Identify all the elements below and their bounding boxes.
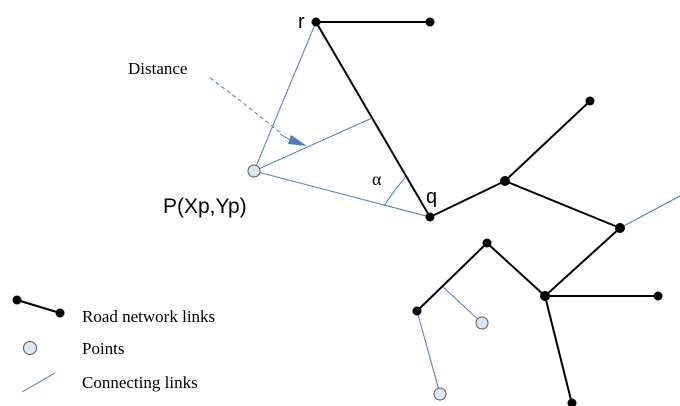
connecting-link [619,195,680,229]
point-features [247,164,489,401]
road-node [540,291,550,301]
connecting-link [253,21,317,172]
road-node [615,223,625,233]
legend-road-label: Road network links [82,307,215,326]
connecting-link [253,117,373,172]
road-node [653,291,663,301]
legend-point-icon [23,341,37,355]
legend-road-symbol [16,299,61,314]
distance-arrowhead [288,135,307,146]
connecting-link [253,170,431,218]
label-point-p: P(Xp,Yp) [163,195,247,218]
distance-arrow-dashed [209,77,283,135]
road-link [315,21,431,218]
legend-connecting-symbol [21,372,56,393]
road-link [504,180,621,229]
road-link [416,242,488,312]
road-link [504,100,591,182]
connecting-link [416,310,441,395]
point-p [247,164,261,178]
road-link [544,227,621,297]
road-node [425,17,435,27]
point [475,316,489,330]
road-link [486,242,546,297]
label-distance: Distance [128,59,187,78]
label-alpha: α [372,169,382,189]
road-node [585,96,595,106]
road-node [567,398,577,406]
road-node [412,306,422,316]
legend-road-node-icon [12,295,22,305]
node-q [425,212,435,222]
connecting-link [442,286,483,324]
road-node [500,176,510,186]
legend: Road network links Points Connecting lin… [12,295,215,393]
label-r: r [298,11,305,33]
node-r [311,17,321,27]
legend-road-node-icon [55,308,65,318]
road-link [429,180,506,218]
legend-connecting-label: Connecting links [82,373,198,392]
connecting-links [253,21,680,395]
road-link [544,295,573,405]
road-network [315,21,658,405]
angle-arc [383,177,406,207]
legend-points-label: Points [82,339,125,358]
point [433,387,447,401]
road-nodes [311,17,663,406]
road-node [482,238,492,248]
label-q: q [426,186,437,208]
